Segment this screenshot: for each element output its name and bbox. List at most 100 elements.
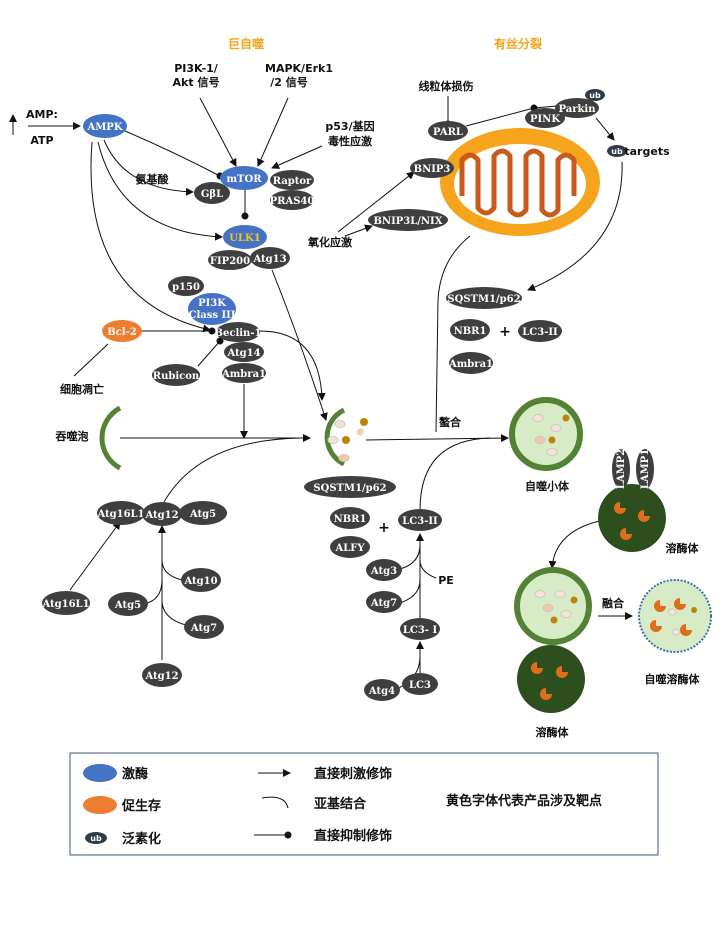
label-pi3k-akt-2: Akt 信号 <box>173 75 220 89</box>
autolysosome <box>638 579 712 653</box>
label-targets: targets <box>624 145 670 158</box>
phagophore-center <box>324 407 368 467</box>
svg-text:NBR1: NBR1 <box>454 326 487 337</box>
svg-text:SQSTM1/p62: SQSTM1/p62 <box>447 294 520 305</box>
svg-text:p150: p150 <box>172 282 200 293</box>
svg-text:Atg12: Atg12 <box>144 671 178 682</box>
label-oxidative-stress: 氧化应激 <box>307 235 352 249</box>
atg5-bot-node: Atg5 <box>108 592 148 616</box>
svg-text:LC3-II: LC3-II <box>522 327 558 338</box>
legend-kinase: 激酶 <box>122 766 148 782</box>
autophagosome <box>509 397 583 471</box>
svg-text:Atg10: Atg10 <box>183 576 217 587</box>
legend-pro-survival: 促生存 <box>121 798 161 814</box>
atg16l1-top-node: Atg16L1 <box>96 501 145 525</box>
atg12-bot-node: Atg12 <box>142 663 182 687</box>
atg16l1-bot-node: Atg16L1 <box>41 591 90 615</box>
lamp2-marker: LAMP2 <box>612 449 630 489</box>
label-plus-mid: + <box>378 520 390 536</box>
svg-text:Parkin: Parkin <box>559 104 597 115</box>
svg-text:Atg16L1: Atg16L1 <box>41 599 89 610</box>
title-macroautophagy: 巨自噬 <box>228 36 264 51</box>
svg-text:Atg4: Atg4 <box>368 686 395 697</box>
atg5-top-node: Atg5 <box>179 501 227 525</box>
label-mito-damage: 线粒体损伤 <box>419 79 474 93</box>
parkin-node: Parkin <box>555 98 599 118</box>
label-apoptosis: 细胞凋亡 <box>60 382 104 396</box>
lc3-node: LC3 <box>402 673 438 695</box>
label-p53-2: 毒性应激 <box>328 134 372 148</box>
atg7a-node: Atg7 <box>366 591 402 613</box>
label-mapk-2: /2 信号 <box>270 75 308 89</box>
ambra1-node: Ambra1 <box>221 363 266 383</box>
bnip3-node: BNIP3 <box>410 158 454 178</box>
sqstm1-mid-node: SQSTM1/p62 <box>304 476 396 498</box>
svg-text:LC3: LC3 <box>409 680 431 691</box>
fip200-node: FIP200 <box>208 250 252 270</box>
label-p53-1: p53/基因 <box>325 119 374 133</box>
label-phagophore: 吞噬泡 <box>56 429 89 443</box>
atg10-node: Atg10 <box>181 568 221 592</box>
svg-text:LC3- I: LC3- I <box>403 625 438 636</box>
mtor-node: mTOR <box>220 166 268 190</box>
phagophore-left <box>99 405 122 471</box>
svg-text:LAMP2: LAMP2 <box>616 449 627 489</box>
svg-text:AMPK: AMPK <box>86 122 122 133</box>
svg-text:Rubicon: Rubicon <box>153 371 200 382</box>
label-autolysosome: 自噬溶酶体 <box>645 672 701 686</box>
legend-pro-survival-swatch <box>83 796 117 814</box>
lc3ii-node: LC3-II <box>398 509 442 531</box>
svg-text:Bcl-2: Bcl-2 <box>107 327 136 338</box>
label-fusion: 融合 <box>602 596 625 610</box>
atg13-node: Atg13 <box>250 247 290 269</box>
ampk-node: AMPK <box>83 114 127 138</box>
pras40-node: PRAS40 <box>270 190 314 210</box>
ub-badge-parkin: ub <box>585 89 605 101</box>
svg-text:SQSTM1/p62: SQSTM1/p62 <box>313 483 386 494</box>
atg12-top-node: Atg12 <box>142 502 182 526</box>
lc3i-node: LC3- I <box>400 618 440 640</box>
svg-text:LC3-II: LC3-II <box>402 516 438 527</box>
bnip3l-node: BNIP3L/NIX <box>368 209 448 231</box>
gbl-node: GβL <box>194 182 230 204</box>
svg-text:Atg5: Atg5 <box>114 600 141 611</box>
label-plus-top: + <box>499 324 511 340</box>
lamp1-marker: LAMP1 <box>636 449 654 489</box>
atg7b-node: Atg7 <box>184 615 224 639</box>
legend-direct-inhib: 直接抑制修饰 <box>314 828 392 844</box>
svg-text:ub: ub <box>589 91 601 100</box>
svg-text:NBR1: NBR1 <box>334 514 367 525</box>
svg-text:Beclin-1: Beclin-1 <box>215 328 262 339</box>
parl-node: PARL <box>428 121 468 141</box>
svg-text:ULK1: ULK1 <box>229 233 260 244</box>
svg-text:Atg16L1: Atg16L1 <box>96 509 144 520</box>
svg-text:Atg3: Atg3 <box>370 566 397 577</box>
mitochondrion <box>440 128 600 236</box>
svg-text:Atg13: Atg13 <box>252 254 286 265</box>
svg-text:Atg5: Atg5 <box>189 509 216 520</box>
atg14-node: Atg14 <box>224 342 264 362</box>
lysosome-top <box>598 484 666 552</box>
legend-subunit-binding: 亚基结合 <box>314 796 367 812</box>
svg-text:Atg14: Atg14 <box>226 348 260 359</box>
nbr1-mid-node: NBR1 <box>330 507 370 529</box>
svg-text:PINK: PINK <box>530 114 560 125</box>
legend: 激酶 促生存 ub 泛素化 直接刺激修饰 亚基结合 直接抑制修饰 黄色字体代表产… <box>69 752 659 856</box>
label-lysosome-2: 溶酶体 <box>536 725 570 739</box>
svg-text:LAMP1: LAMP1 <box>640 449 651 489</box>
p150-node: p150 <box>168 276 204 296</box>
svg-text:Atg7: Atg7 <box>370 598 397 609</box>
svg-text:Atg7: Atg7 <box>190 623 217 634</box>
svg-text:ub: ub <box>90 834 102 843</box>
bcl2-node: Bcl-2 <box>102 320 142 342</box>
label-pi3k-akt-1: PI3K-1/ <box>174 62 219 75</box>
pi3k-class3-node: PI3K Class III <box>188 293 236 325</box>
svg-text:mTOR: mTOR <box>226 174 262 185</box>
label-amino-acid: 氨基酸 <box>136 172 170 186</box>
raptor-node: Raptor <box>270 170 314 190</box>
atg3-node: Atg3 <box>366 559 402 581</box>
svg-text:PI3K: PI3K <box>198 298 226 309</box>
svg-text:Ambra1: Ambra1 <box>221 369 266 380</box>
title-mitophagy: 有丝分裂 <box>494 36 542 51</box>
